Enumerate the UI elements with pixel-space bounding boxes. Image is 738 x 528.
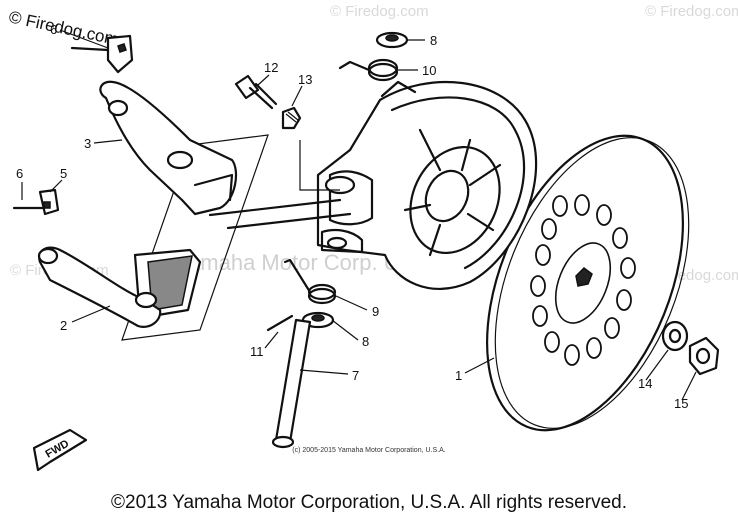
part-label-3: 3: [84, 136, 91, 151]
washer-14: [661, 320, 689, 352]
part-label-1: 1: [455, 368, 462, 383]
cotter-pin-11: [266, 314, 294, 332]
part-label-2: 2: [60, 318, 67, 333]
brake-housing: [316, 80, 538, 291]
watermark-top-left: © Firedog.com: [7, 7, 120, 49]
nut-13: [281, 106, 302, 130]
part-label-14: 14: [638, 376, 652, 391]
part-label-5: 5: [60, 166, 67, 181]
spring-9: [283, 258, 337, 305]
footer-copyright: ©2013 Yamaha Motor Corporation, U.S.A. A…: [111, 492, 627, 513]
part-label-6: 6: [16, 166, 23, 181]
bolt-12: [234, 74, 278, 110]
shaft-7: [271, 318, 312, 449]
part-label-9: 9: [372, 304, 379, 319]
lever-arm-upper: [99, 80, 238, 216]
part-label-15: 15: [674, 396, 688, 411]
lever-arm-lower: [37, 246, 162, 328]
pad-bracket-frame: [121, 134, 269, 341]
clevis-top: [70, 34, 134, 74]
small-copyright: (c) 2005-2015 Yamaha Motor Corporation, …: [292, 447, 446, 454]
leader-line: [299, 140, 340, 191]
part-label-10: 10: [422, 63, 436, 78]
watermark-text: © Firedog.com: [330, 3, 429, 20]
part-label-12: 12: [264, 60, 278, 75]
washer-8-top: [375, 31, 409, 49]
brake-disc: [486, 134, 690, 432]
part-label-13: 13: [298, 72, 312, 87]
clevis-pin-left: [12, 188, 60, 216]
watermark-text: © Firedog.com: [645, 3, 738, 20]
part-label-7: 7: [352, 368, 359, 383]
nut-15: [688, 336, 720, 376]
part-label-6: 6: [50, 22, 57, 37]
part-number-labels: 6 3 6 5 2 12 13 8 10 9 8 11 7 1 14 15: [16, 22, 688, 411]
spring-10: [338, 58, 399, 82]
guide-line: [208, 198, 342, 217]
part-label-11: 11: [250, 344, 264, 359]
part-label-8: 8: [430, 33, 437, 48]
part-label-8: 8: [362, 334, 369, 349]
guide-line: [226, 212, 352, 230]
leader-lines: [21, 29, 697, 401]
